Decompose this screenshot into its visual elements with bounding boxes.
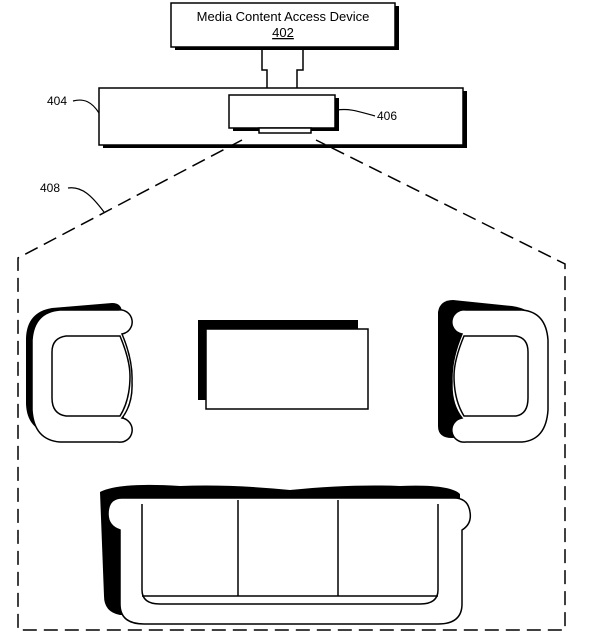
sofa bbox=[100, 484, 472, 625]
label-406-text: 406 bbox=[377, 109, 397, 123]
field-of-view-outline bbox=[17, 139, 566, 631]
left-armchair bbox=[26, 303, 133, 443]
media-content-access-device: Media Content Access Device 402 bbox=[170, 2, 399, 50]
device-connector bbox=[261, 47, 304, 92]
reference-label-404: 404 bbox=[47, 94, 100, 114]
right-armchair bbox=[438, 300, 549, 443]
reference-label-406: 406 bbox=[336, 108, 397, 123]
label-404-text: 404 bbox=[47, 94, 67, 108]
reference-label-408: 408 bbox=[40, 181, 105, 213]
coffee-table bbox=[198, 320, 369, 410]
label-408-text: 408 bbox=[40, 181, 60, 195]
device-ref: 402 bbox=[272, 25, 294, 40]
device-title: Media Content Access Device bbox=[197, 9, 370, 24]
sensor-device bbox=[228, 94, 339, 134]
